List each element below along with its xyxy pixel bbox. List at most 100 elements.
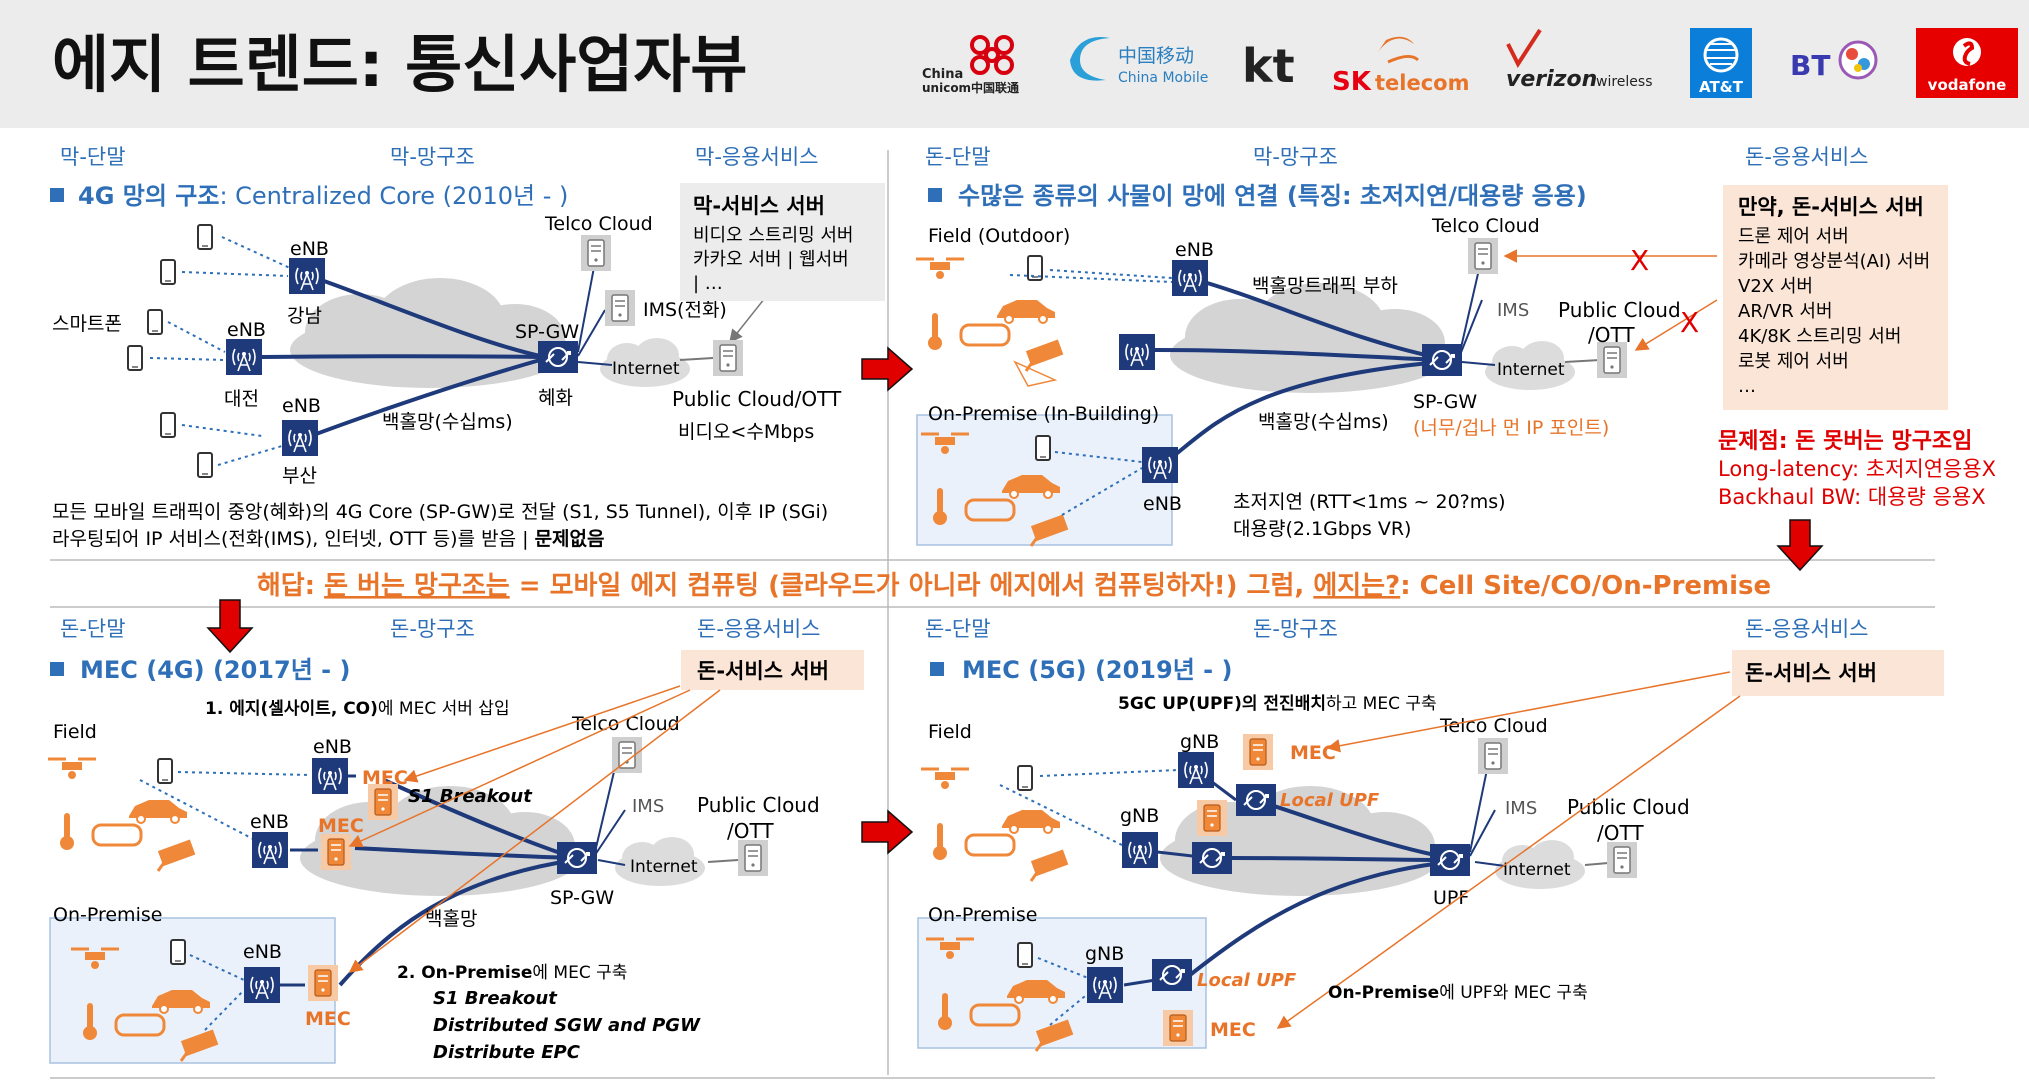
q2-internet-link (1564, 359, 1601, 363)
q3-telco-cloud-label: Telco Cloud (571, 713, 680, 735)
logo-sk: SK (1332, 67, 1372, 97)
logo-verizon-text: verizon (1506, 67, 1597, 92)
q2-problem-latency: Long-latency: 초저지연응용X (1718, 457, 1996, 481)
panel-mec-5g: 돈-단말 돈-망구조 돈-응용서비스 MEC (5G) (2019년 - ) 5… (917, 617, 1944, 1053)
q3-note2-l2: Distributed SGW and PGW (433, 1015, 701, 1036)
q1-col-service: 막-응용서비스 (695, 145, 819, 169)
q2-col-terminal: 돈-단말 (925, 145, 991, 169)
q4-cell-upf-icon (1191, 841, 1233, 875)
q2-enb2-icon (1118, 333, 1156, 371)
q1-smartphone-label: 스마트폰 (52, 313, 122, 335)
logo-china-mobile-cn: 中国移动 (1118, 45, 1194, 67)
q1-video-speed: 비디오<수Mbps (678, 421, 814, 443)
q1-enb2-city: 대전 (224, 388, 259, 410)
q2-service-item: V2X 서버 (1738, 276, 1813, 297)
q1-spgw-city: 혜화 (538, 387, 573, 409)
q2-service-item: 드론 제어 서버 (1738, 226, 1849, 247)
logo-china-unicom-line1: China (922, 67, 963, 82)
q2-problem-title: 문제점: 돈 못버는 망구조임 (1718, 429, 1972, 454)
q3-public-cloud-server-icon (737, 839, 769, 877)
q2-service-item: 카메라 영상분석(AI) 서버 (1738, 251, 1930, 272)
q4-col-service: 돈-응용서비스 (1745, 617, 1869, 641)
q3-spgw-icon (556, 841, 598, 875)
red-arrow-right-bottom (861, 809, 914, 855)
logo-china-mobile-en: China Mobile (1118, 70, 1208, 86)
logo-sk-telecom-text: telecom (1375, 71, 1469, 95)
q4-note2: On-Premise에 UPF와 MEC 구축 (1328, 983, 1588, 1003)
q1-enb-daejeon-icon (225, 338, 263, 376)
q3-service-box-label: 돈-서비스 서버 (697, 659, 829, 683)
q3-enb3-label: eNB (243, 941, 282, 963)
q3-field-label: Field (53, 721, 97, 743)
q4-col-network: 돈-망구조 (1253, 617, 1338, 641)
q1-internet-link (679, 357, 714, 361)
q4-service-box (1732, 650, 1944, 696)
q3-internet-link (707, 859, 739, 863)
q1-ims-server-icon (604, 289, 636, 327)
q4-upf-label: UPF (1433, 887, 1469, 909)
q1-telco-cloud-label: Telco Cloud (544, 213, 653, 235)
q2-internet-label: Internet (1497, 360, 1565, 380)
q3-mec1-server-icon (367, 783, 399, 821)
q2-service-item: … (1738, 376, 1756, 397)
logo-china-unicom: China unicom中国联通 (922, 35, 1019, 95)
panel-mec-4g: 돈-단말 돈-망구조 돈-응용서비스 MEC (4G) (2017년 - ) 1… (46, 617, 864, 1064)
q4-mec-cell-server-icon (1196, 799, 1228, 837)
q4-phone-icon (1017, 765, 1033, 791)
q3-service-arrows (348, 685, 721, 973)
q4-gnb2-icon (1121, 831, 1159, 869)
q3-col-service: 돈-응용서비스 (697, 617, 821, 641)
q4-local-upf2-label: Local UPF (1197, 970, 1297, 991)
q3-enb1-icon (311, 757, 349, 795)
q2-x-mark-telco: X (1630, 244, 1649, 277)
q4-mec2-server-icon (1162, 1009, 1194, 1047)
q2-service-item: AR/VR 서버 (1738, 301, 1833, 322)
q4-internet-label: Internet (1503, 860, 1571, 880)
q3-telco-cloud-server-icon (611, 736, 643, 774)
q3-note2: 2. On-Premise에 MEC 구축 (397, 963, 627, 983)
q3-mec3-server-icon (307, 964, 339, 1002)
red-arrow-down-right (1776, 519, 1824, 572)
q1-phone-icon (160, 412, 176, 438)
q2-spgw-note: (너무/겁나 먼 IP 포인트) (1413, 417, 1609, 439)
q2-backhaul-label: 백홀망(수십ms) (1258, 411, 1389, 433)
red-arrow-right-top (861, 346, 914, 392)
q3-public-cloud-label2: /OTT (727, 819, 774, 843)
q1-public-cloud-server-icon (712, 339, 744, 377)
q3-mec2-label: MEC (318, 815, 364, 837)
q4-service-box-label: 돈-서비스 서버 (1745, 661, 1877, 685)
q3-note2-l1: S1 Breakout (433, 988, 558, 1009)
q1-enb-busan-icon (281, 419, 319, 457)
q2-spgw-icon (1421, 343, 1463, 377)
q3-service-box (681, 650, 864, 690)
q3-note2-l3: Distribute EPC (433, 1042, 581, 1063)
q3-enb1-label: eNB (313, 736, 352, 758)
q4-field-label: Field (928, 721, 972, 743)
q2-capacity: 대용량(2.1Gbps VR) (1233, 518, 1411, 540)
q2-onprem-enb-icon (1141, 446, 1179, 484)
q1-col-network: 막-망구조 (390, 145, 475, 169)
q4-local-upf2-icon (1151, 958, 1193, 992)
logo-sk-telecom: SK telecom (1332, 36, 1469, 97)
logo-att-text: AT&T (1699, 78, 1744, 96)
logo-verizon-wireless: wireless (1596, 74, 1653, 90)
q1-public-cloud-label: Public Cloud/OTT (672, 387, 842, 411)
q1-phone-icon (197, 224, 213, 250)
q3-radio-links (139, 771, 311, 841)
q2-service-box (1723, 185, 1948, 410)
q4-col-terminal: 돈-단말 (925, 617, 991, 641)
q2-backhaul-load: 백홀망트래픽 부하 (1252, 275, 1398, 297)
q2-bullet-icon (928, 188, 942, 202)
q1-backhaul-label: 백홀망(수십ms) (382, 411, 513, 433)
q4-ims-label: IMS (1505, 798, 1537, 819)
q2-onprem-radio-links (1054, 451, 1143, 516)
q1-enb1-city: 강남 (287, 305, 322, 327)
q3-spgw-label: SP-GW (550, 887, 614, 909)
q4-onprem-radio-links (1037, 957, 1091, 1026)
q2-camera-view-icon (1013, 360, 1058, 387)
panel-4g-centralized: 막-단말 막-망구조 막-응용서비스 4G 망의 구조: Centralized… (50, 145, 885, 550)
q3-note1: 1. 에지(셀사이트, CO)에 MEC 서버 삽입 (205, 699, 510, 719)
logo-verizon: verizon wireless (1506, 28, 1653, 92)
q4-mec1-server-icon (1242, 733, 1274, 771)
q1-phone-icon (127, 345, 143, 371)
